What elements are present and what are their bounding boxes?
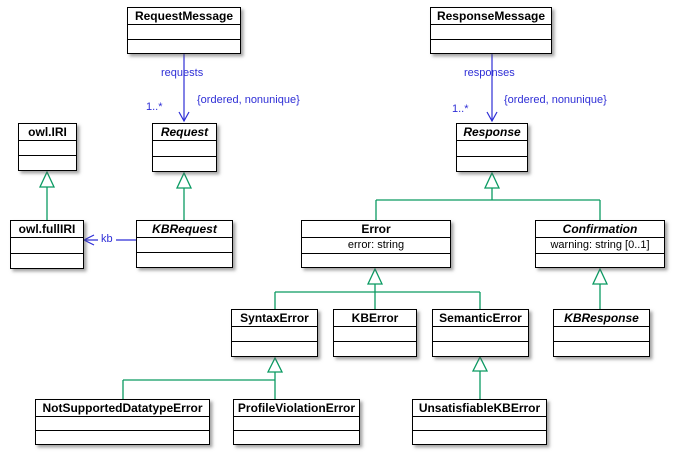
operations-compartment (19, 155, 76, 170)
class-unsatisfiable-kb-error: UnsatisfiableKBError (412, 399, 547, 445)
attributes-compartment (234, 416, 359, 430)
attributes-compartment: error: string (302, 237, 450, 253)
operations-compartment (137, 252, 232, 267)
class-name: owl.fullIRI (18, 222, 76, 236)
generalization-kbresponse-to-confirmation (591, 267, 609, 309)
class-name: Error (361, 222, 391, 236)
class-name: NotSupportedDatatypeError (42, 401, 203, 415)
class-owl-iri: owl.IRI (18, 123, 77, 171)
class-confirmation: Confirmation warning: string [0..1] (535, 220, 665, 268)
class-kb-response: KBResponse (553, 309, 650, 357)
attributes-compartment (11, 237, 83, 253)
generalization-unsatisfiablekberror-to-semanticerror (471, 355, 489, 399)
operations-compartment (431, 38, 551, 54)
class-profile-violation-error: ProfileViolationError (233, 399, 360, 445)
class-name: KBError (351, 311, 399, 325)
association-requests-edge (178, 54, 190, 123)
attributes-compartment (19, 140, 76, 155)
class-owl-fulliri: owl.fullIRI (10, 220, 84, 269)
class-not-supported-datatype-error: NotSupportedDatatypeError (35, 399, 210, 445)
class-name: SemanticError (439, 311, 522, 325)
multiplicity-requests: 1..* (146, 101, 163, 113)
association-label-responses: responses (464, 67, 515, 79)
class-response-message: ResponseMessage (430, 7, 552, 54)
class-name: KBResponse (564, 311, 639, 325)
association-responses-edge (486, 54, 498, 123)
class-semantic-error: SemanticError (432, 309, 529, 357)
class-request: Request (152, 123, 217, 172)
class-response: Response (456, 123, 528, 172)
attributes-compartment (128, 24, 240, 39)
class-name: ProfileViolationError (237, 401, 356, 415)
class-name: SyntaxError (240, 311, 309, 325)
operations-compartment (234, 430, 359, 444)
class-syntax-error: SyntaxError (231, 309, 318, 357)
attributes-compartment (431, 24, 551, 39)
operations-compartment (457, 155, 527, 172)
class-request-message: RequestMessage (127, 7, 241, 54)
attributes-compartment (232, 326, 317, 341)
attributes-compartment (457, 140, 527, 156)
operations-compartment (536, 253, 664, 267)
operations-compartment (302, 253, 450, 267)
class-name: Request (160, 125, 209, 139)
operations-compartment (433, 341, 528, 356)
attributes-compartment (433, 326, 528, 341)
constraint-responses: {ordered, nonunique} (504, 94, 607, 106)
operations-compartment (36, 430, 209, 444)
operations-compartment (153, 155, 216, 172)
class-error: Error error: string (301, 220, 451, 268)
generalization-suberrors-to-syntaxerror (122, 356, 284, 399)
operations-compartment (334, 341, 416, 356)
operations-compartment (128, 38, 240, 54)
attributes-compartment (36, 416, 209, 430)
class-name: Confirmation (562, 222, 638, 236)
class-name: ResponseMessage (436, 9, 546, 23)
association-label-kb: kb (98, 233, 116, 245)
generalization-error-confirmation-to-response (375, 171, 601, 220)
operations-compartment (413, 430, 546, 444)
attributes-compartment (413, 416, 546, 430)
class-name: UnsatisfiableKBError (418, 401, 541, 415)
class-name: owl.IRI (28, 125, 67, 139)
constraint-requests: {ordered, nonunique} (197, 94, 300, 106)
class-name: RequestMessage (134, 9, 234, 23)
generalization-errors-to-error (274, 267, 481, 309)
attributes-compartment (137, 237, 232, 252)
class-name: KBRequest (152, 222, 217, 236)
class-kb-error: KBError (333, 309, 417, 357)
operations-compartment (11, 252, 83, 269)
operations-compartment (554, 341, 649, 356)
attributes-compartment: warning: string [0..1] (536, 237, 664, 253)
operations-compartment (232, 341, 317, 356)
attributes-compartment (334, 326, 416, 341)
generalization-kbrequest-to-request (175, 171, 193, 220)
generalization-owlfulliri-to-owliri (38, 170, 56, 220)
attributes-compartment (554, 326, 649, 341)
class-kb-request: KBRequest (136, 220, 233, 268)
association-label-requests: requests (161, 67, 204, 79)
attributes-compartment (153, 140, 216, 156)
multiplicity-responses: 1..* (452, 103, 469, 115)
class-name: Response (463, 125, 521, 139)
